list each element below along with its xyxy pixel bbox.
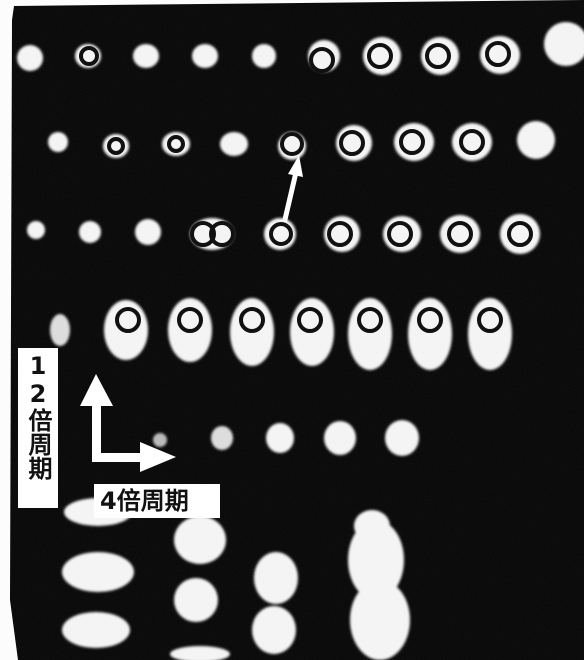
spot (220, 132, 248, 156)
spot (27, 221, 45, 239)
ring (269, 222, 293, 246)
ring (79, 46, 99, 66)
spot (452, 123, 492, 161)
ring (115, 307, 141, 333)
spot-row-5 (153, 420, 419, 456)
spot (517, 121, 555, 159)
ring (280, 132, 304, 156)
ring (107, 137, 125, 155)
horizontal-arrow-shaft (92, 453, 142, 462)
vertical-period-label: 12倍周期 (18, 348, 58, 508)
ring (459, 129, 485, 155)
ring-row-2 (107, 129, 485, 156)
spot-row-3 (27, 214, 540, 254)
axis-arrows (80, 374, 176, 472)
spot (266, 423, 294, 453)
horizontal-period-label: 4倍周期 (94, 484, 220, 518)
ring-row-4 (115, 307, 503, 333)
ring (367, 43, 393, 69)
ring (339, 130, 365, 156)
spot (350, 580, 410, 660)
spot (153, 433, 167, 447)
ring (309, 47, 335, 73)
ring (477, 307, 503, 333)
ring (417, 307, 443, 333)
ring (177, 307, 203, 333)
spot (162, 132, 190, 156)
ring (399, 129, 425, 155)
horizontal-arrow-head (140, 442, 176, 472)
spot (211, 426, 233, 450)
ring-row-1 (79, 41, 511, 73)
spot (440, 215, 480, 253)
spot (254, 552, 298, 604)
ring (485, 41, 511, 67)
spot (79, 221, 101, 243)
ring (190, 221, 216, 247)
spot (192, 44, 218, 68)
vertical-arrow-head (80, 374, 113, 406)
vertical-arrow-shaft (92, 398, 101, 462)
white-arrow (280, 155, 303, 229)
ring (357, 307, 383, 333)
spot (133, 44, 159, 68)
ring (327, 221, 353, 247)
ring (425, 43, 451, 69)
ring (387, 221, 413, 247)
ring (297, 307, 323, 333)
spot (252, 606, 296, 654)
spot (544, 22, 584, 66)
spot (174, 578, 218, 622)
ring (209, 221, 235, 247)
ring (167, 135, 185, 153)
spot (62, 552, 134, 592)
spot (17, 45, 43, 71)
spot (50, 314, 70, 346)
spot (62, 612, 130, 648)
spot (348, 520, 404, 600)
spot (135, 219, 161, 245)
spot (170, 646, 230, 660)
ring (507, 221, 533, 247)
spot (385, 420, 419, 456)
ring (447, 221, 473, 247)
ring (239, 307, 265, 333)
ring-row-3 (190, 221, 533, 247)
spot (174, 516, 226, 564)
spot (500, 214, 540, 254)
spot (324, 421, 356, 455)
spot (252, 44, 276, 68)
spot (354, 510, 390, 542)
spot (48, 132, 68, 152)
